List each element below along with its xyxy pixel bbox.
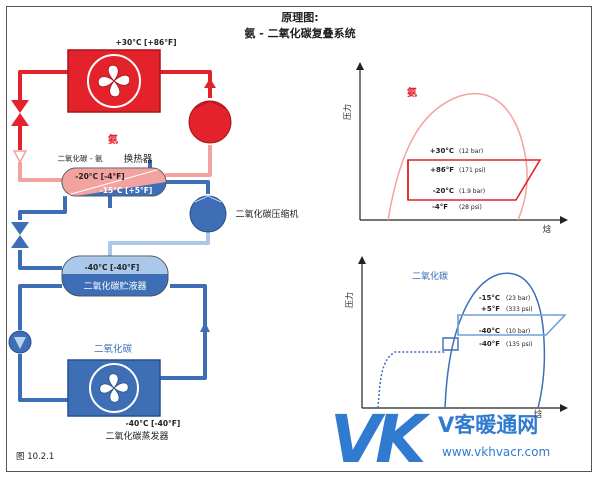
heat-exchanger [61, 167, 167, 197]
hx-label-left: 二氧化碳 - 氨 [58, 153, 103, 163]
hx-temp-lower: -15°C [+5°F] [100, 186, 153, 195]
title-line-1: 原理图: [281, 11, 318, 24]
co2-x-label: 焓 [534, 409, 543, 420]
figure-label: 图 10.2.1 [16, 452, 54, 462]
figure-frame [6, 6, 592, 472]
co2-cycle-upper [457, 314, 567, 336]
flow-arrow-co2-icon [200, 322, 210, 332]
co2-label-p3: (135 psi) [506, 341, 533, 348]
ammonia-x-label: 焓 [543, 224, 552, 235]
hx-temp-upper: -20°C [-4°F] [75, 172, 124, 181]
co2-labels: -15°C (23 bar) +5°F (333 psi) -40°C (10 … [479, 294, 533, 348]
watermark-brand: V客暖通网 [438, 413, 538, 437]
ammonia-saturation-curve [387, 93, 528, 221]
amm-label-t3: -4°F [432, 203, 448, 211]
evaporator-temp-label: -40°C [-40°F] [126, 419, 181, 428]
co2-compressor [189, 195, 227, 233]
amm-label-t1: +86°F [430, 166, 454, 174]
ammonia-fluid-label: 氨 [407, 86, 417, 99]
co2-pump-icon [8, 330, 32, 354]
co2-label-t0: -15°C [479, 294, 500, 302]
co2-label-p1: (333 psi) [506, 306, 533, 313]
co2-receiver [61, 255, 169, 297]
amm-label-p2: (1.9 bar) [459, 188, 485, 195]
ammonia-expansion-valve-icon [11, 100, 29, 126]
hx-label-right: 换热器 [124, 153, 153, 165]
co2-label-t1: +5°F [481, 305, 500, 313]
flow-arrow-icon [204, 78, 216, 88]
co2-compressor-label: 二氧化碳压缩机 [235, 208, 298, 220]
evaporator-label: 二氧化碳蒸发器 [105, 430, 168, 442]
condenser-fan-icon [97, 64, 131, 98]
evaporator-fan-icon [99, 373, 129, 403]
ammonia-label: 氨 [108, 133, 118, 146]
co2-dotted-curve [377, 351, 445, 409]
co2-label-t3: -40°F [479, 340, 500, 348]
ammonia-y-label: 压力 [342, 104, 352, 120]
co2-fluid-label: 二氧化碳 [412, 270, 448, 282]
co2-label: 二氧化碳 [94, 343, 133, 355]
watermark-logo: VK V客暖通网 www.vkhvacr.com [330, 401, 550, 478]
amm-label-t0: +30°C [430, 147, 454, 155]
watermark-url: www.vkhvacr.com [442, 445, 550, 459]
co2-expansion-valve-icon [11, 222, 29, 248]
receiver-temp-label: -40°C [-40°F] [85, 263, 140, 272]
amm-label-p1: (171 psi) [459, 167, 486, 174]
ammonia-compressor [188, 78, 232, 144]
co2-label-t2: -40°C [479, 327, 500, 335]
co2-label-p0: (23 bar) [506, 295, 530, 302]
co2-label-p2: (10 bar) [506, 328, 530, 335]
title-line-2: 氨 - 二氧化碳复叠系统 [244, 26, 355, 40]
flow-direction-icon [12, 150, 28, 164]
watermark-logo-letters: VK [330, 401, 431, 478]
co2-y-label: 压力 [344, 292, 354, 308]
co2-evaporator [67, 359, 161, 417]
condenser-temp-label: +30°C [+86°F] [115, 38, 176, 47]
ammonia-pipes [18, 70, 212, 182]
co2-ph-diagram [358, 256, 568, 412]
amm-label-p0: (12 bar) [459, 148, 483, 155]
ammonia-ph-diagram [356, 62, 568, 224]
co2-cycle-lower [442, 337, 459, 351]
condenser-unit [67, 49, 161, 113]
amm-label-p3: (28 psi) [459, 204, 482, 211]
amm-label-t2: -20°C [433, 187, 454, 195]
receiver-label: 二氧化碳贮液器 [83, 280, 146, 292]
ammonia-labels: +30°C (12 bar) +86°F (171 psi) -20°C (1.… [430, 147, 486, 211]
